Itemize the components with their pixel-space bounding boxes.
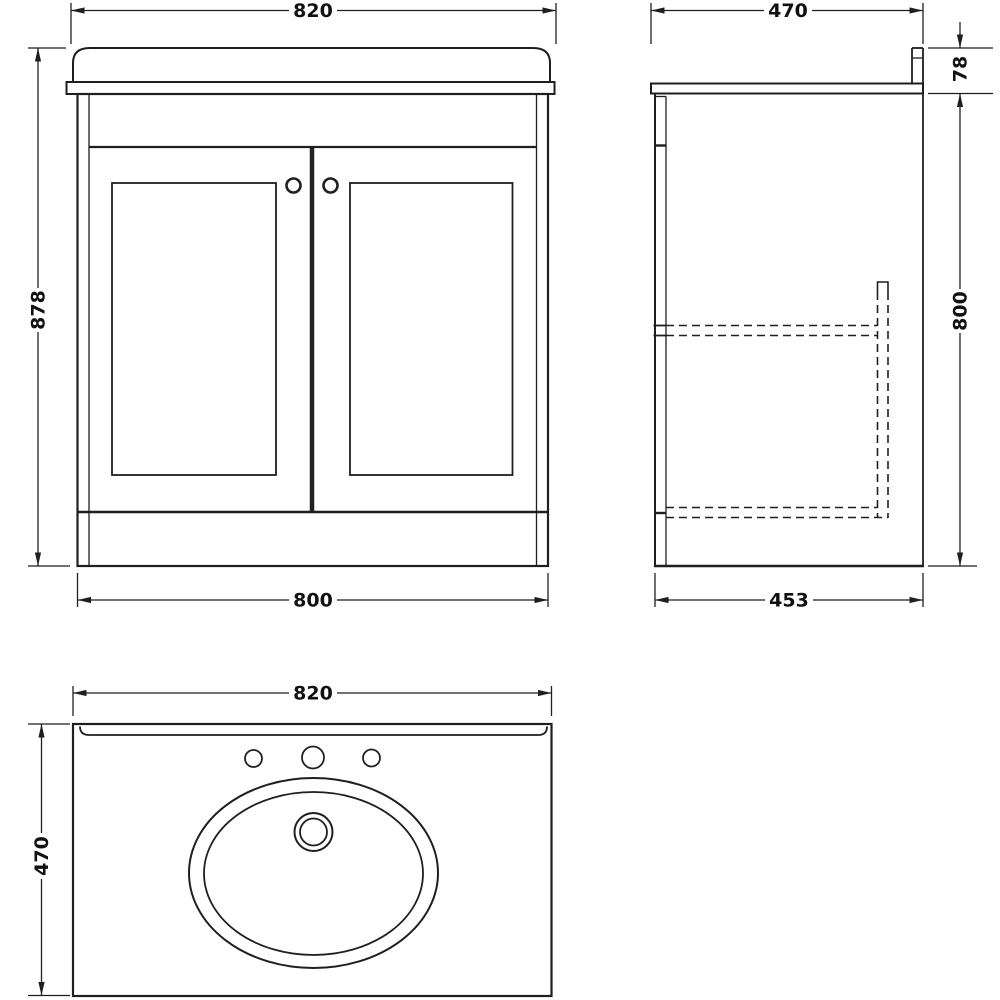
basin-inner-rim — [203, 791, 424, 956]
waste-inner-ring — [299, 817, 328, 847]
tap-holes — [244, 745, 381, 770]
dimension-side-cabinet-depth: 453 — [654, 573, 924, 612]
worktop-side — [650, 82, 924, 95]
dimension-label: 800 — [950, 291, 972, 331]
dimension-label: 820 — [293, 0, 333, 22]
tap-hole-left — [244, 749, 263, 768]
label-background — [951, 289, 969, 333]
basin-bowl — [188, 777, 439, 969]
plan-view: 820 470 — [28, 683, 553, 998]
dimension-front-height: 878 — [28, 47, 70, 567]
dimension-side-top-depth: 470 — [650, 0, 924, 44]
worktop-plan-outline — [71, 722, 553, 998]
dimension-front-top-width: 820 — [70, 0, 557, 44]
tap-hole-center — [301, 745, 325, 770]
side-view: 470 78 800 — [650, 0, 993, 612]
label-background — [32, 834, 51, 878]
dimension-label: 470 — [31, 836, 53, 876]
worktop-upstand — [911, 47, 924, 84]
waste-outer-ring — [293, 812, 334, 852]
door-handle-left — [285, 177, 302, 194]
dimension-label: 820 — [293, 683, 333, 705]
worktop-edge-profile — [79, 726, 548, 736]
worktop-lip — [65, 81, 556, 95]
dimension-front-cabinet-width: 800 — [76, 573, 549, 612]
dimension-side-worktop-height: 78 — [928, 22, 993, 95]
label-background — [291, 1, 335, 20]
door-handle-right — [322, 177, 339, 194]
label-background — [951, 53, 969, 85]
door-panel-left — [111, 182, 277, 476]
label-background — [766, 1, 810, 20]
door-panel-right — [349, 182, 514, 476]
label-background — [29, 288, 47, 332]
dimension-label: 878 — [28, 290, 50, 330]
label-background — [767, 591, 811, 609]
dimension-side-cabinet-height: 800 — [928, 93, 977, 567]
label-background — [291, 684, 335, 702]
dimension-label: 470 — [768, 0, 808, 22]
service-void-top-cap — [876, 281, 889, 292]
dimension-plan-width: 820 — [72, 683, 553, 716]
dimension-label: 78 — [950, 56, 972, 82]
hidden-internal-lines — [666, 281, 889, 519]
worktop-front — [72, 47, 551, 82]
tap-hole-right — [362, 748, 381, 768]
label-background — [291, 591, 335, 609]
cabinet-side — [653, 93, 924, 568]
cabinet-front — [76, 92, 550, 568]
basin-outer-rim — [188, 777, 439, 969]
dimension-label: 800 — [293, 590, 333, 612]
front-view: 820 878 800 — [28, 0, 557, 612]
dimension-plan-depth: 470 — [28, 723, 70, 997]
dimension-label: 453 — [769, 590, 809, 612]
